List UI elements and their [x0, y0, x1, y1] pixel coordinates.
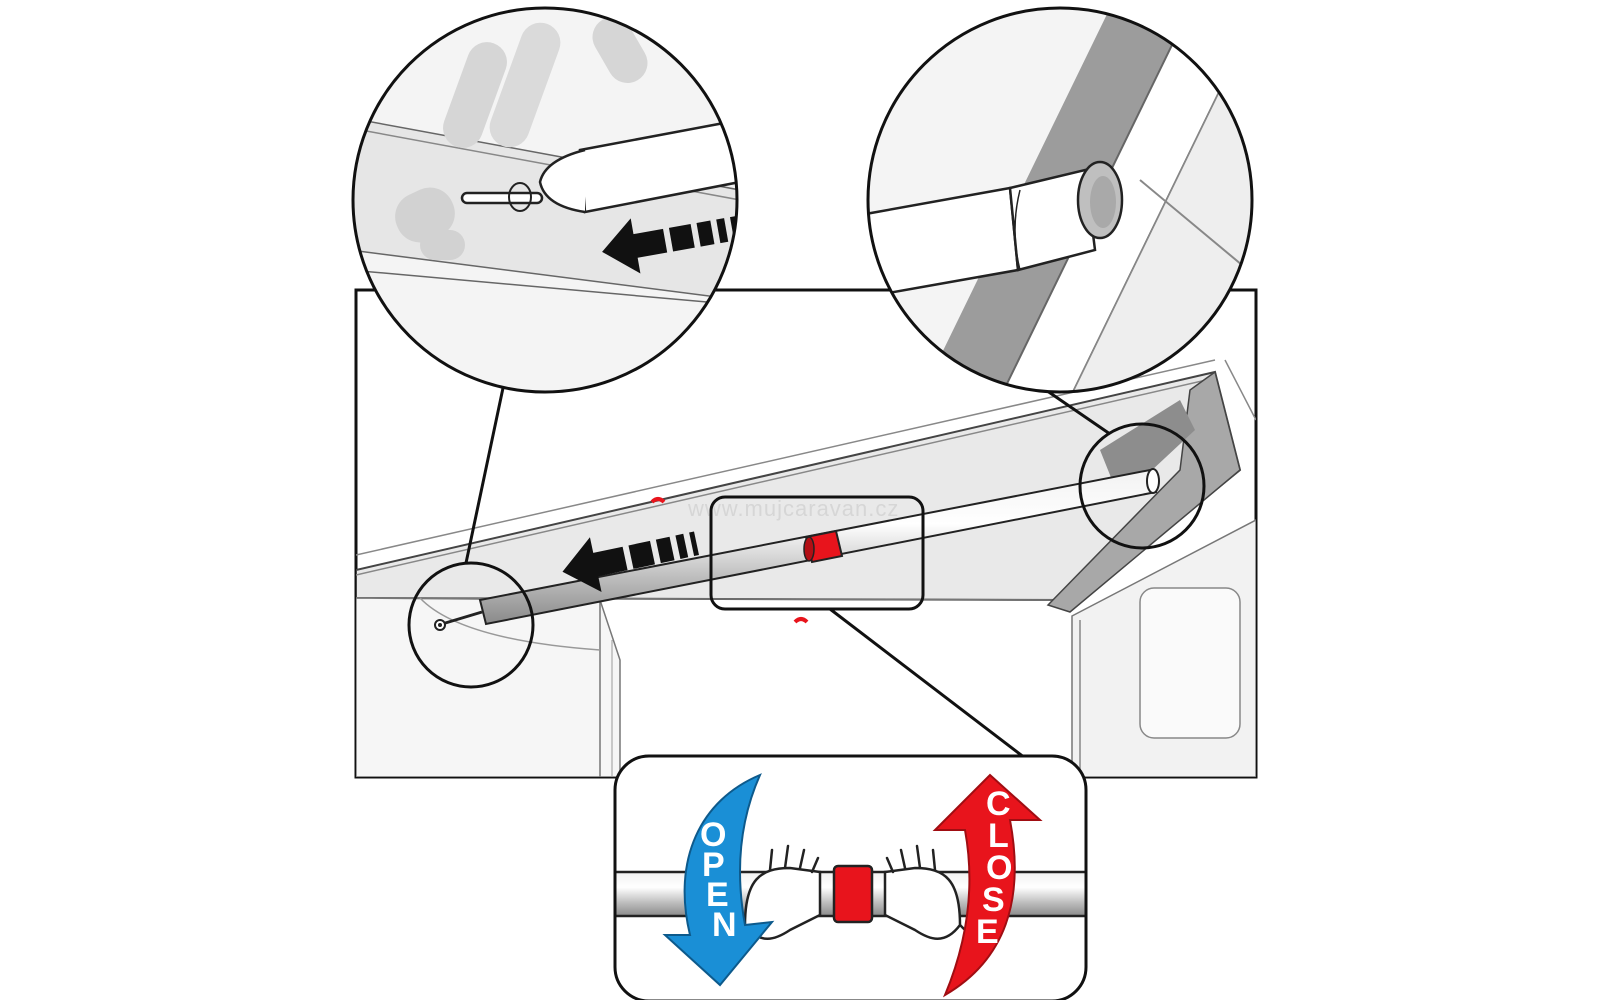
zoom-detail-left — [351, 6, 739, 394]
close-letter-4: S — [982, 881, 1005, 919]
close-letter-5: E — [976, 913, 999, 951]
callout-circle-left — [407, 561, 535, 689]
close-letter-1: C — [986, 785, 1011, 823]
watermark-text: www.mujcaravan.cz — [687, 496, 899, 521]
curved-arrow-up-icon: C L O S E — [932, 773, 1043, 998]
open-letter-3: E — [706, 876, 729, 914]
zoom-detail-right — [866, 6, 1254, 394]
leader-line-right — [1039, 384, 1111, 436]
rotation-detail: O P E N C L O S E — [613, 754, 1088, 1000]
caravan-window — [1139, 587, 1241, 739]
awning-pole — [434, 468, 1160, 631]
open-letter-2: P — [702, 846, 725, 884]
caravan-wall — [356, 597, 621, 777]
red-mark-top — [650, 497, 666, 504]
pole-joint-detail — [832, 864, 874, 924]
close-letter-2: L — [988, 817, 1009, 855]
open-letter-1: O — [700, 816, 726, 854]
curved-arrow-down-icon: O P E N — [662, 773, 775, 987]
leader-line-bottom — [829, 607, 1026, 760]
arrow-left-icon — [562, 531, 699, 593]
leader-line-left — [464, 387, 505, 564]
red-mark-bottom — [793, 617, 809, 624]
close-letter-3: O — [986, 849, 1012, 887]
pole-joint — [803, 529, 844, 564]
callout-rect-joint — [709, 495, 925, 611]
callout-circle-right — [1078, 422, 1206, 550]
open-letter-4: N — [712, 906, 737, 944]
